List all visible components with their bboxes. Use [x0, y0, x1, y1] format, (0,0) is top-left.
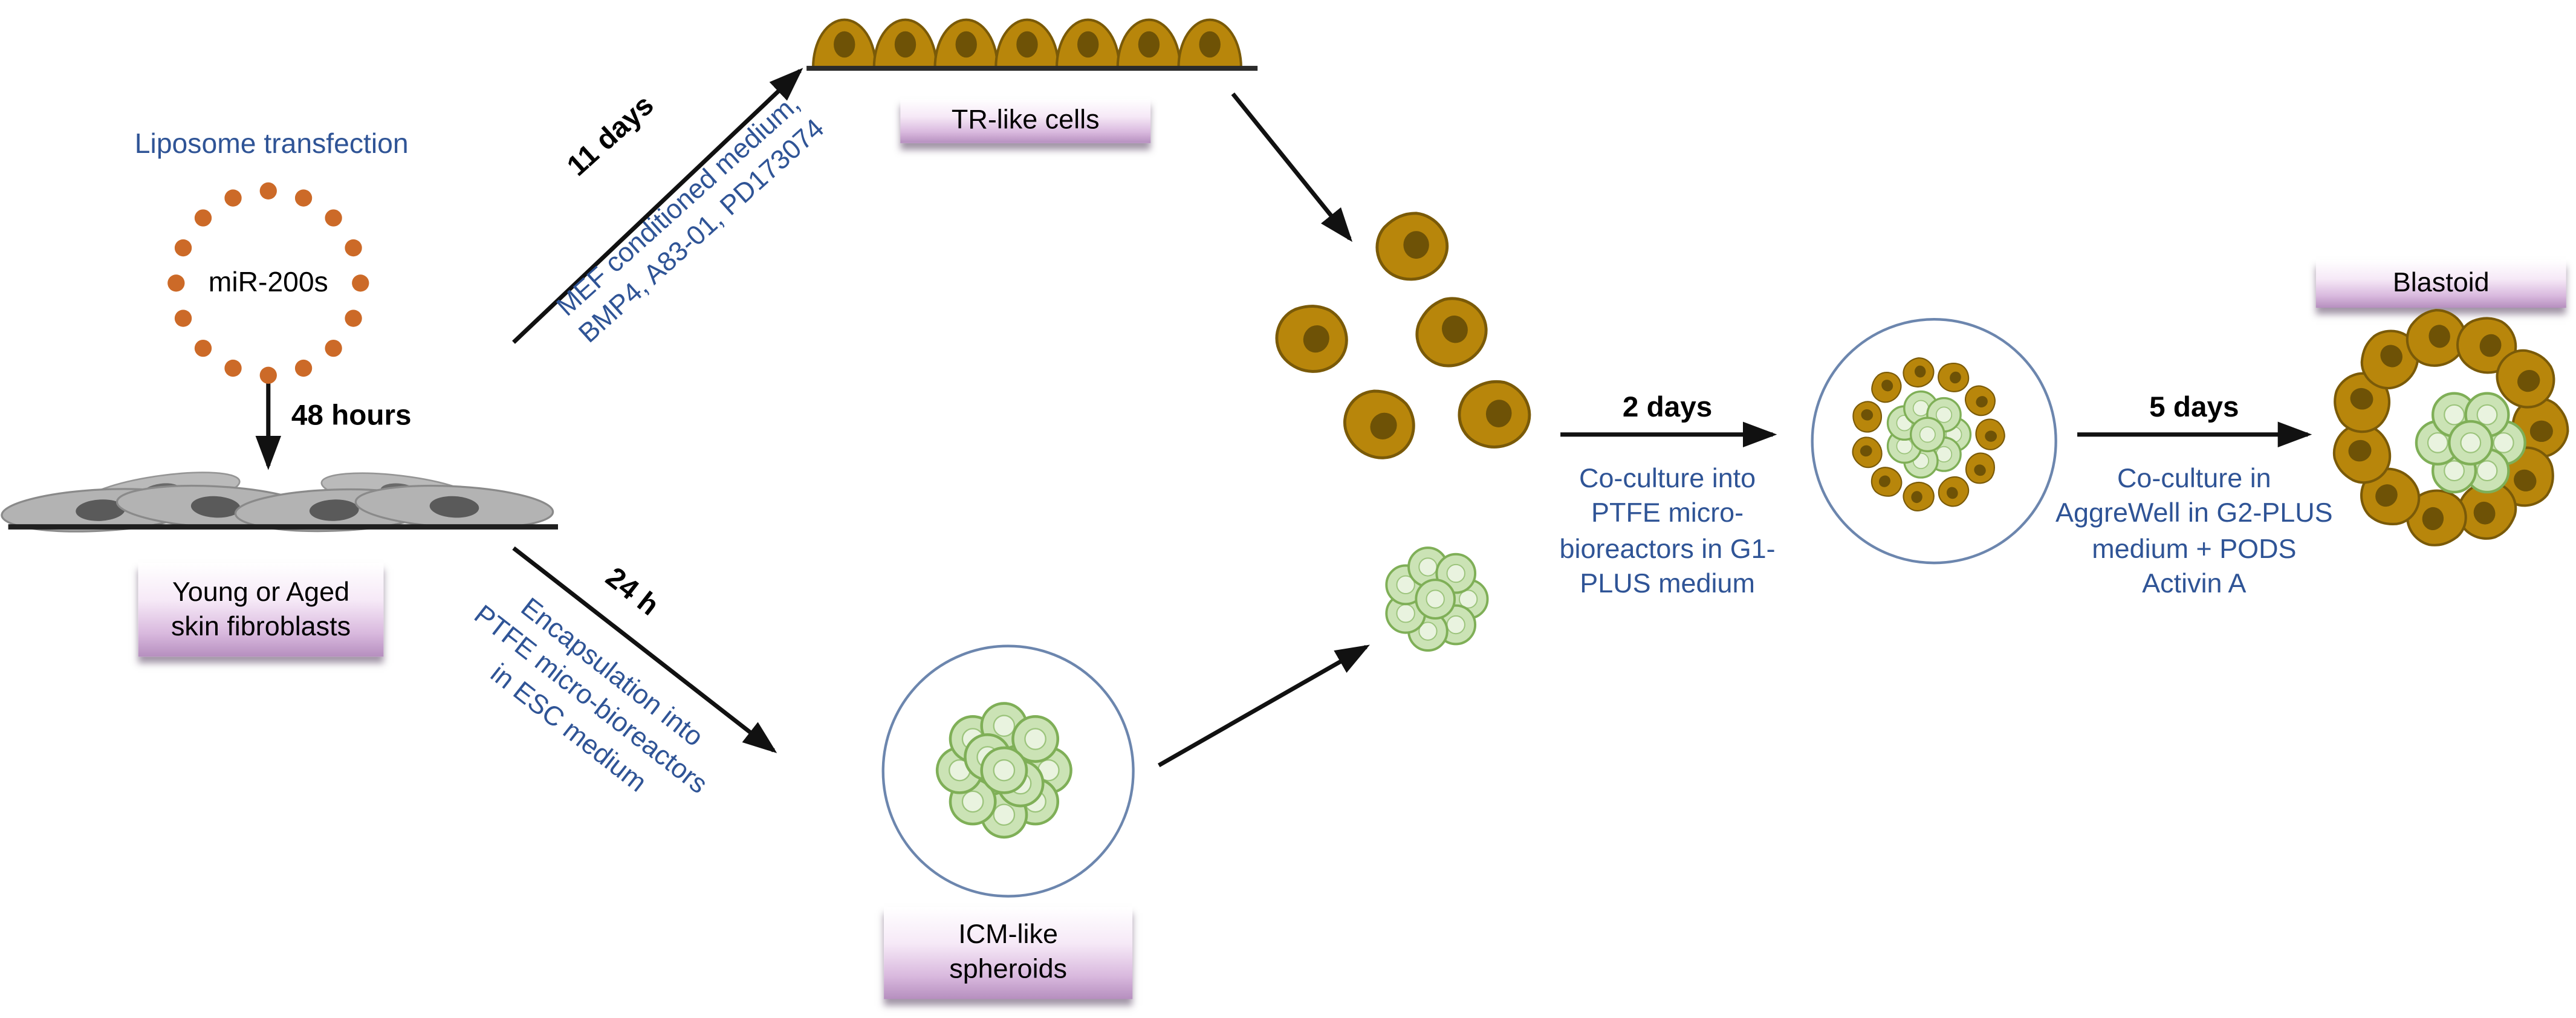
arrow-11-days — [512, 68, 803, 344]
arrow-tr-to-single-cells — [1231, 92, 1353, 242]
blastoid-caption: Blastoid — [2315, 260, 2566, 308]
arrow-icm-to-spheroid — [1158, 644, 1370, 768]
culture-surface-line — [8, 524, 558, 530]
arrow-24-h — [512, 546, 777, 753]
tr-surface-line — [806, 65, 1258, 71]
duration-2-days: 2 days — [1622, 390, 1713, 423]
medium-2-days: Co-culture into PTFE micro- bioreactors … — [1559, 464, 1776, 600]
single-tr-cells-illustration — [1259, 201, 1564, 467]
icm-spheroid-illustration — [1385, 546, 1489, 652]
bioreactor-outline — [1811, 318, 2057, 565]
icm-bioreactor-illustration — [881, 644, 1135, 898]
tr-like-cells-caption: TR-like cells — [900, 99, 1151, 143]
bioreactor-coculture-illustration — [1811, 318, 2057, 565]
liposome-dots-icon — [167, 182, 369, 384]
blastoid-illustration — [2309, 288, 2576, 571]
mir-200s-label: miR-200s — [208, 267, 328, 298]
tr-like-cells-illustration — [806, 3, 1258, 71]
duration-5-days: 5 days — [2149, 390, 2239, 423]
icm-caption: ICM-like spheroids — [884, 907, 1133, 999]
fibroblast-caption: Young or Aged skin fibroblasts — [138, 563, 384, 657]
medium-5-days: Co-culture in AggreWell in G2-PLUS mediu… — [2055, 464, 2333, 600]
icm-bioreactor-outline — [881, 644, 1135, 898]
fibroblast-cells-illustration — [0, 464, 558, 537]
liposome-transfection-label: Liposome transfection — [134, 128, 409, 160]
duration-48-hours: 48 hours — [291, 398, 412, 432]
